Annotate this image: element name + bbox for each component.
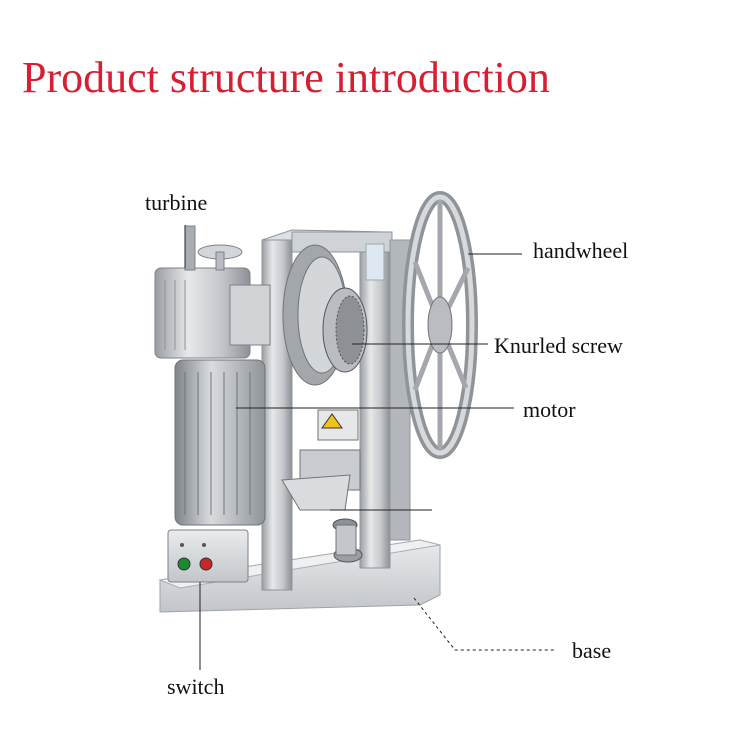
- page-title: Product structure introduction: [22, 53, 550, 102]
- label-handwheel: handwheel: [533, 238, 629, 263]
- knurled-screw: [322, 287, 368, 373]
- leader-base: [413, 597, 556, 651]
- motor-body: [174, 359, 266, 526]
- label-turbine: turbine: [145, 190, 208, 215]
- switch-box: [167, 529, 249, 583]
- handwheel-wheel: [402, 191, 478, 459]
- label-motor: motor: [523, 397, 576, 422]
- label-knurled-screw: Knurled screw: [494, 333, 623, 358]
- switch-green-button: [177, 557, 191, 571]
- label-switch: switch: [167, 674, 225, 699]
- switch-red-button: [199, 557, 213, 571]
- leader-lines: [184, 225, 556, 670]
- turbine-gearbox: [154, 225, 271, 359]
- main-frame: [261, 229, 411, 591]
- punch-assembly: [281, 409, 363, 563]
- label-base: base: [572, 638, 612, 663]
